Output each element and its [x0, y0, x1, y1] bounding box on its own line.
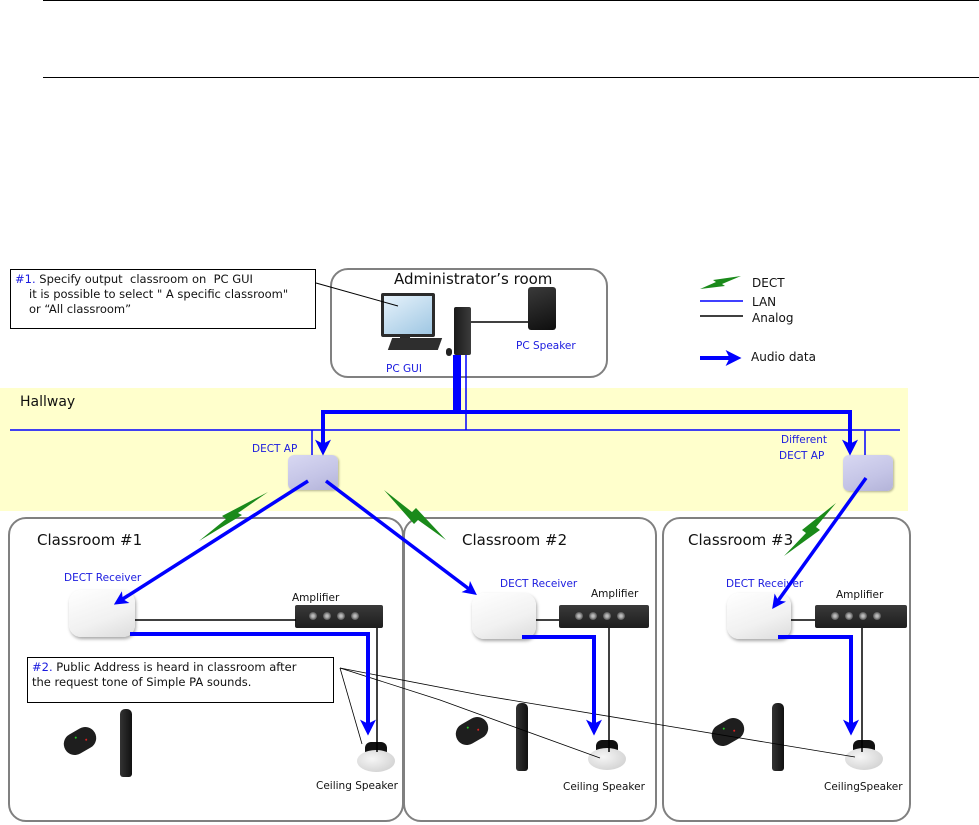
amplifier-1-label: Amplifier: [292, 592, 340, 604]
classroom-3-title: Classroom #3: [688, 531, 794, 549]
callout-2-number: #2.: [32, 660, 53, 674]
pc-monitor-stand: [400, 334, 410, 340]
classroom-2-title: Classroom #2: [462, 531, 568, 549]
dect-ap-1: [288, 455, 338, 490]
ceiling-speaker-2: [588, 740, 626, 770]
callout-1: #1. Specify output classroom on PC GUI i…: [10, 269, 316, 329]
callout-1-line1: Specify output classroom on PC GUI: [35, 272, 253, 286]
ceiling-speaker-3: [845, 740, 883, 770]
legend-lan-label: LAN: [752, 295, 777, 309]
handheld-mic-1-icon: [120, 709, 132, 777]
ceiling-speaker-1: [357, 742, 395, 772]
pc-monitor-icon: [381, 293, 435, 337]
dect-ap-2-label-line2: DECT AP: [779, 450, 825, 462]
legend-audio-label: Audio data: [751, 350, 816, 364]
admin-room-title: Administrator’s room: [394, 270, 553, 288]
legend-dect-label: DECT: [752, 276, 785, 290]
classroom-2: [403, 517, 657, 822]
amplifier-2: [559, 605, 649, 628]
pc-speaker-icon: [528, 287, 556, 330]
pc-tower-icon: [454, 307, 471, 355]
pc-gui-label: PC GUI: [386, 363, 422, 375]
dect-ap-1-label: DECT AP: [252, 443, 298, 455]
legend-dect-icon: [700, 276, 741, 289]
dect-receiver-2: [472, 593, 536, 639]
dect-receiver-1-label: DECT Receiver: [64, 572, 142, 584]
hallway-zone: [0, 388, 908, 511]
callout-1-line2: it is possible to select " A specific cl…: [29, 287, 289, 301]
dect-ap-2-label-line1: Different: [781, 434, 828, 446]
ceiling-speaker-2-label: Ceiling Speaker: [563, 781, 645, 793]
amplifier-3: [815, 605, 907, 628]
callout-2: #2. Public Address is heard in classroom…: [27, 657, 334, 703]
hallway-title: Hallway: [20, 394, 76, 410]
amplifier-3-label: Amplifier: [836, 589, 884, 601]
dect-receiver-2-label: DECT Receiver: [500, 578, 578, 590]
legend-analog-label: Analog: [752, 311, 794, 325]
handheld-mic-3-icon: [772, 703, 784, 771]
classroom-1-title: Classroom #1: [37, 531, 143, 549]
dect-receiver-3-label: DECT Receiver: [726, 578, 804, 590]
pc-mouse-icon: [446, 348, 452, 356]
callout-1-line3: or “All classroom”: [29, 302, 132, 316]
header-rule-bottom: [43, 77, 979, 78]
classroom-3: [662, 517, 911, 822]
callout-2-line1: Public Address is heard in classroom aft…: [52, 660, 297, 674]
amplifier-2-label: Amplifier: [591, 588, 639, 600]
ceiling-speaker-1-label: Ceiling Speaker: [316, 780, 398, 792]
amplifier-1: [295, 605, 383, 628]
header-rule-top: [43, 0, 979, 1]
ceiling-speaker-3-label: CeilingSpeaker: [824, 781, 903, 793]
callout-2-line2: the request tone of Simple PA sounds.: [32, 675, 252, 689]
handheld-mic-2-icon: [516, 703, 528, 771]
pc-keyboard-icon: [387, 338, 443, 350]
dect-receiver-1: [69, 590, 135, 637]
dect-receiver-3: [727, 593, 791, 639]
dect-ap-2: [843, 455, 893, 491]
callout-1-number: #1.: [15, 272, 36, 286]
pc-speaker-label: PC Speaker: [516, 340, 576, 352]
